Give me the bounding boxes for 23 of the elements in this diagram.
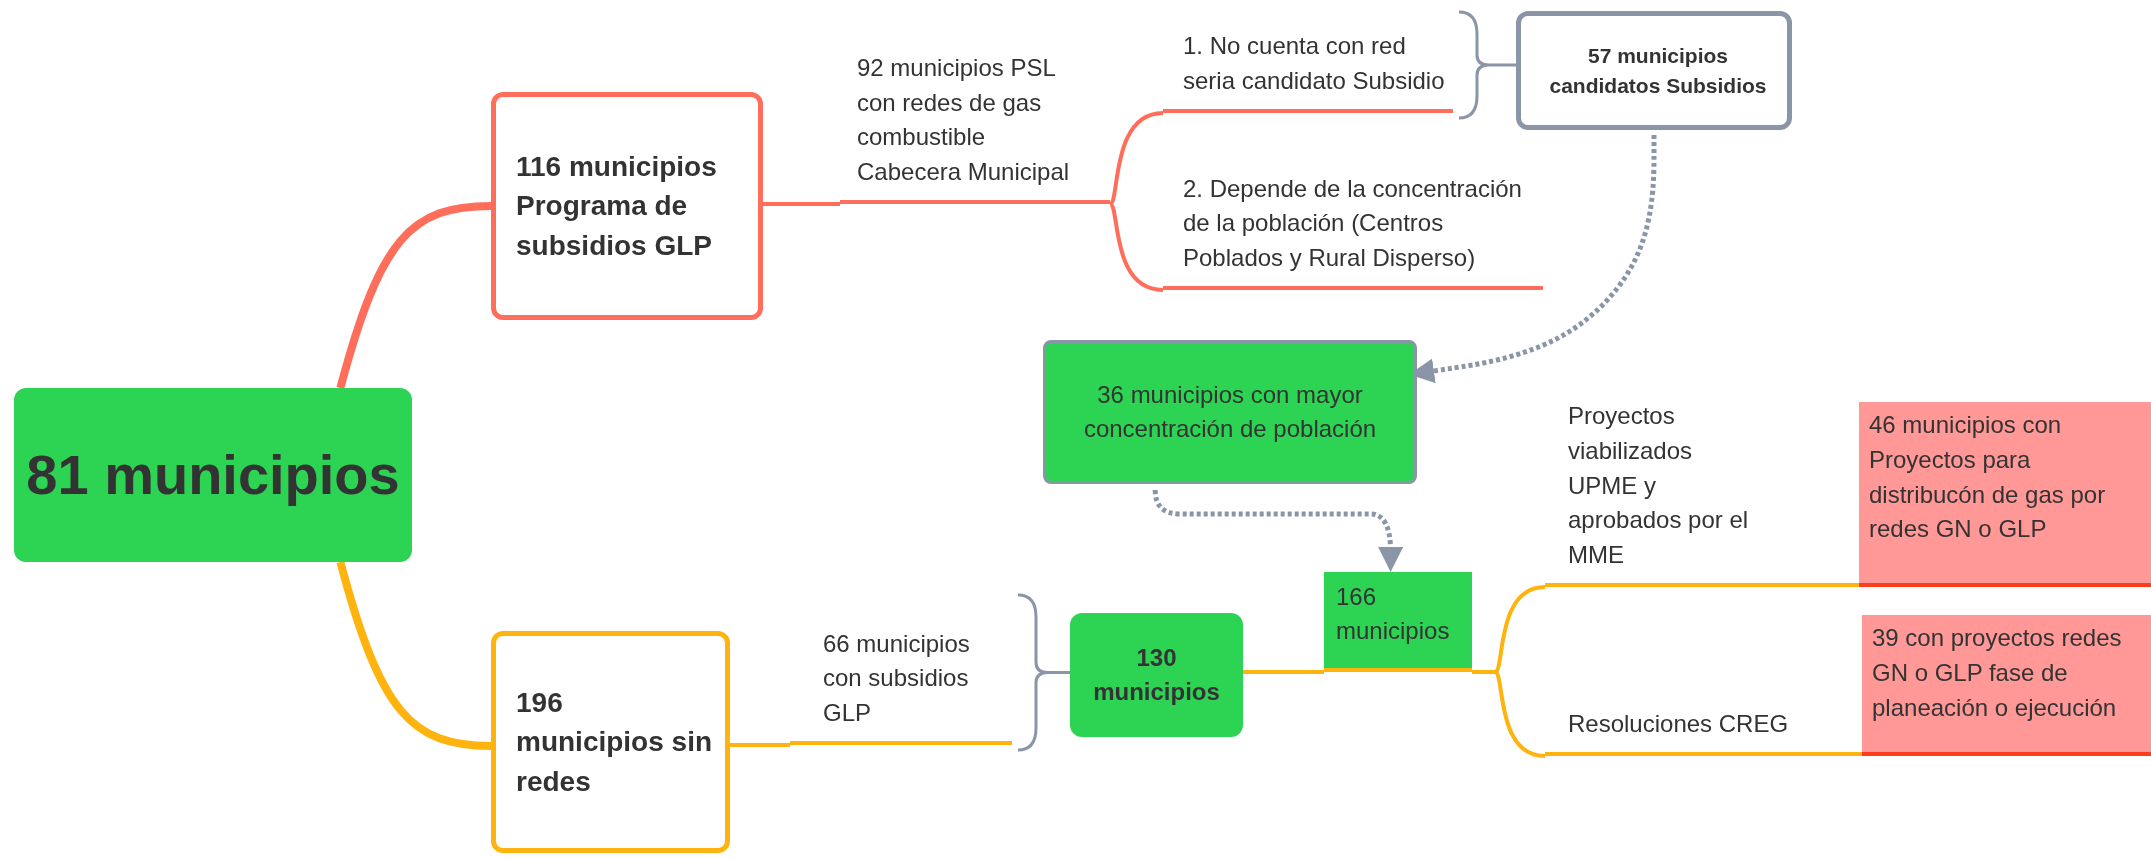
topic-box: 57 municipios candidatos Subsidios	[1516, 11, 1792, 130]
topic-box: 166 municipios	[1324, 572, 1472, 672]
branch-line	[730, 743, 790, 747]
branch-label: 92 municipios PSL con redes de gas combustible Cabecera Municipal	[840, 18, 1110, 204]
branch-label: 1. No cuenta con red seria candidato Subsidio	[1163, 15, 1453, 113]
topic-box: 116 municipios Programa de subsidios GLP	[491, 92, 763, 320]
branch-label: 2. Depende de la concentración de la población (Centros Poblados y Rural Disperso)	[1163, 150, 1543, 290]
branch-line	[763, 202, 840, 206]
topic-box: 196 municipios sin redes	[491, 631, 730, 853]
branch-line	[336, 560, 492, 750]
topic-box: 130 municipios	[1070, 613, 1243, 737]
branch-line	[1472, 670, 1546, 758]
branch-line	[1108, 202, 1164, 292]
highlight-box: 46 municipios con Proyectos para distribucón de gas por redes GN o GLP	[1859, 402, 2151, 587]
topic-box: 36 municipios con mayor concentración de población	[1043, 340, 1417, 484]
branch-label: 66 municipios con subsidios GLP	[790, 598, 1012, 745]
topic-box: 81 municipios	[14, 388, 412, 562]
brace-connector	[1016, 593, 1072, 752]
branch-line	[1243, 670, 1324, 674]
branch-line	[1108, 111, 1164, 206]
highlight-box: 39 con proyectos redes GN o GLP fase de planeación o ejecución	[1862, 615, 2151, 756]
brace-connector	[1457, 10, 1518, 120]
branch-line	[336, 202, 492, 390]
